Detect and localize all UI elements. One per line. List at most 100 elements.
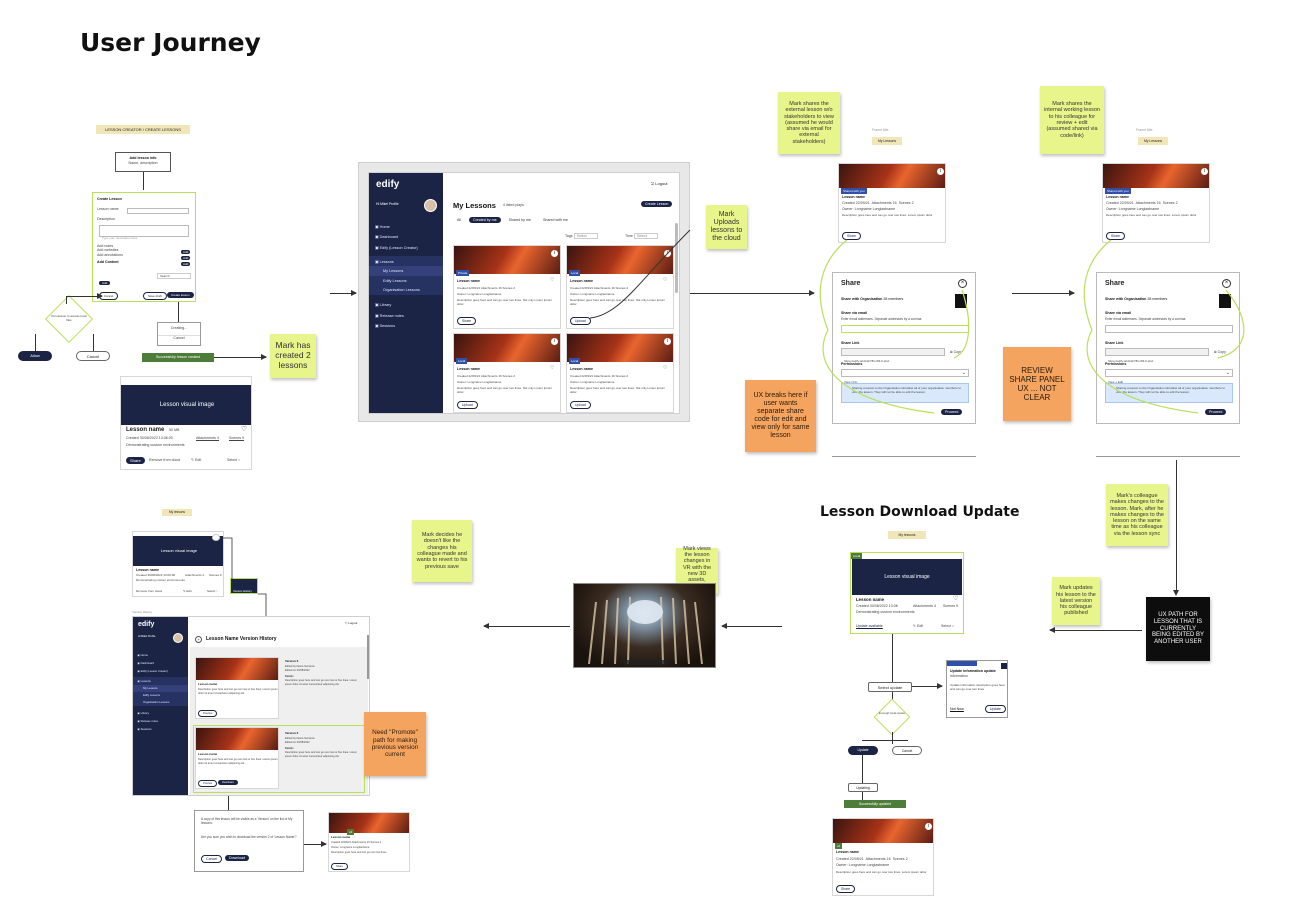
close-icon[interactable]: × xyxy=(1222,279,1231,288)
download-button[interactable]: Download xyxy=(225,855,249,861)
sidebar-item-library[interactable]: ▣ Library xyxy=(375,302,392,307)
info-icon[interactable]: i xyxy=(925,823,932,830)
copy-button[interactable]: ⧉ Copy xyxy=(950,350,962,355)
share-link-field[interactable]: https://edify.ai/xlink/78rn4f3-6-sbxt xyxy=(841,348,945,363)
add-content-button[interactable]: Add xyxy=(99,281,111,285)
heart-icon[interactable]: ♡ xyxy=(663,277,668,283)
sidebar-item-sessions[interactable]: ▣ Sessions xyxy=(375,324,396,329)
sidebar-item-edify-lesson-creator-[interactable]: ▣ Edify (Lesson Creator) xyxy=(137,670,168,674)
sidebar-item-lessons[interactable]: ▣ Lessons xyxy=(369,255,443,267)
more-menu-icon[interactable] xyxy=(212,534,220,541)
sidebar-item-release-notes[interactable]: ▣ Release notes xyxy=(137,720,159,724)
version-history-menu[interactable]: Version History xyxy=(230,578,258,594)
lesson-scenes[interactable]: Scenes 9 xyxy=(229,436,244,440)
tab-all[interactable]: All xyxy=(457,218,461,222)
sidebar-item-lessons[interactable]: ▣ Lessons xyxy=(133,677,188,686)
search-input[interactable]: Search xyxy=(157,273,191,280)
sidebar-item-home[interactable]: ▣ Home xyxy=(375,224,390,229)
share-org-toggle[interactable] xyxy=(1219,294,1231,308)
add-annotations-button[interactable]: Add xyxy=(181,262,191,266)
share-button[interactable]: Share xyxy=(126,457,145,464)
share-link-field[interactable]: https://edify.ai/xlink/78rn4f3-6-sbxt xyxy=(1105,348,1209,363)
remove-from-cloud-link[interactable]: Remove from cloud xyxy=(136,589,163,593)
upload-button[interactable]: Upload xyxy=(570,317,591,325)
select-checkbox[interactable]: Select ○ xyxy=(207,589,218,593)
tab-shared-by-me[interactable]: Shared by me xyxy=(508,218,531,222)
select-checkbox[interactable]: Select ○ xyxy=(227,458,241,462)
sidebar-item-home[interactable]: ▣ Home xyxy=(137,654,148,658)
proceed-button[interactable]: Proceed xyxy=(1205,409,1227,415)
add-websites-button[interactable]: Add xyxy=(181,256,191,260)
info-icon[interactable]: i xyxy=(664,338,671,345)
description-input[interactable]: Type your description here xyxy=(99,225,189,240)
create-lesson-button[interactable]: Create Lesson xyxy=(641,201,673,207)
creating-cancel-button[interactable]: Cancel xyxy=(158,334,200,341)
sidebar-item-dashboard[interactable]: ▣ Dashboard xyxy=(137,662,154,666)
upload-button[interactable]: Upload xyxy=(457,401,478,409)
edit-link[interactable]: ✎ Edit xyxy=(191,458,201,463)
scrollbar[interactable] xyxy=(367,635,369,679)
sidebar-item-my-lessons[interactable]: My Lessons xyxy=(369,266,443,276)
download-version-button[interactable]: Download xyxy=(218,780,238,785)
remove-from-cloud-link[interactable]: Remove from cloud xyxy=(149,458,181,462)
heart-icon[interactable]: ♡ xyxy=(241,426,248,433)
share-button[interactable]: Share xyxy=(331,863,348,870)
sidebar-item-library[interactable]: ▣ Library xyxy=(137,712,149,716)
edit-link[interactable]: ✎ Edit xyxy=(183,589,192,593)
tags-select[interactable]: Select xyxy=(573,233,598,239)
lesson-name-input[interactable] xyxy=(127,208,189,214)
preview-button[interactable]: Preview xyxy=(198,710,218,717)
info-icon[interactable]: i xyxy=(551,250,558,257)
avatar[interactable] xyxy=(173,633,183,643)
popup-close-icon[interactable] xyxy=(1001,663,1007,669)
permissions-select[interactable]: View + Edit⌄ xyxy=(1105,369,1233,384)
permissions-select[interactable]: View Only⌄ xyxy=(841,369,969,384)
sidebar-item-sessions[interactable]: ▣ Sessions xyxy=(137,728,152,732)
scrollbar[interactable] xyxy=(675,223,678,293)
avatar[interactable] xyxy=(424,199,437,212)
proceed-button[interactable]: Proceed xyxy=(941,409,963,415)
logout-link[interactable]: ⎋ Logout xyxy=(345,621,357,625)
share-email-input[interactable] xyxy=(1105,325,1233,333)
not-now-link[interactable]: Not Now xyxy=(950,707,964,711)
edit-link[interactable]: ✎ Edit xyxy=(913,624,923,629)
tags-filter[interactable]: Tags Select xyxy=(565,233,598,239)
upload-button[interactable]: Upload xyxy=(570,401,591,409)
update-button[interactable]: Update xyxy=(985,705,1006,713)
share-button[interactable]: Share xyxy=(836,885,856,893)
heart-icon[interactable]: ♡ xyxy=(953,596,959,602)
sidebar-item-release-notes[interactable]: ▣ Release notes xyxy=(375,313,404,318)
time-select[interactable]: Select xyxy=(633,233,658,239)
share-button[interactable]: Share xyxy=(457,317,477,325)
heart-icon[interactable]: ♡ xyxy=(550,365,555,371)
preview-button[interactable]: Preview xyxy=(198,780,218,787)
save-draft-button[interactable]: Save draft xyxy=(143,292,167,300)
info-icon[interactable]: i xyxy=(551,338,558,345)
share-button[interactable]: Share xyxy=(1106,232,1126,240)
back-button[interactable]: + xyxy=(195,636,202,643)
copy-button[interactable]: ⧉ Copy xyxy=(1214,350,1226,355)
sidebar-item-edify-lessons[interactable]: Edify Lessons xyxy=(133,692,188,700)
heart-icon[interactable]: ♡ xyxy=(550,277,555,283)
sidebar-item-edify-lesson-creator-[interactable]: ▣ Edify (Lesson Creator) xyxy=(375,245,418,250)
sidebar-item-my-lessons[interactable]: My Lessons xyxy=(133,685,188,693)
logout-link[interactable]: ⎋ Logout xyxy=(651,181,668,186)
close-icon[interactable]: × xyxy=(958,279,967,288)
tab-shared-with-me[interactable]: Shared with me xyxy=(542,218,568,222)
update-available-link[interactable]: Update available xyxy=(856,624,883,628)
tab-created-by-me[interactable]: Created by me xyxy=(469,217,501,223)
sidebar-item-organisation-lessons[interactable]: Organisation Lessons xyxy=(369,285,443,296)
time-filter[interactable]: Time Select xyxy=(625,233,658,239)
sidebar-item-organisation-lessons[interactable]: Organisation Lessons xyxy=(133,699,188,707)
select-checkbox[interactable]: Select ○ xyxy=(941,624,955,628)
share-button[interactable]: Share xyxy=(842,232,862,240)
sidebar-item-edify-lessons[interactable]: Edify Lessons xyxy=(369,275,443,286)
add-notes-button[interactable]: Add xyxy=(181,250,191,254)
heart-icon[interactable]: ♡ xyxy=(663,365,668,371)
lesson-attachments[interactable]: Attachments 4 xyxy=(196,436,219,440)
sidebar-item-dashboard[interactable]: ▣ Dashboard xyxy=(375,235,399,240)
info-icon[interactable]: i xyxy=(937,168,944,175)
create-lesson-button[interactable]: Create lesson xyxy=(167,292,194,298)
cancel-button[interactable]: Cancel xyxy=(201,855,223,863)
info-icon[interactable]: i xyxy=(1201,168,1208,175)
